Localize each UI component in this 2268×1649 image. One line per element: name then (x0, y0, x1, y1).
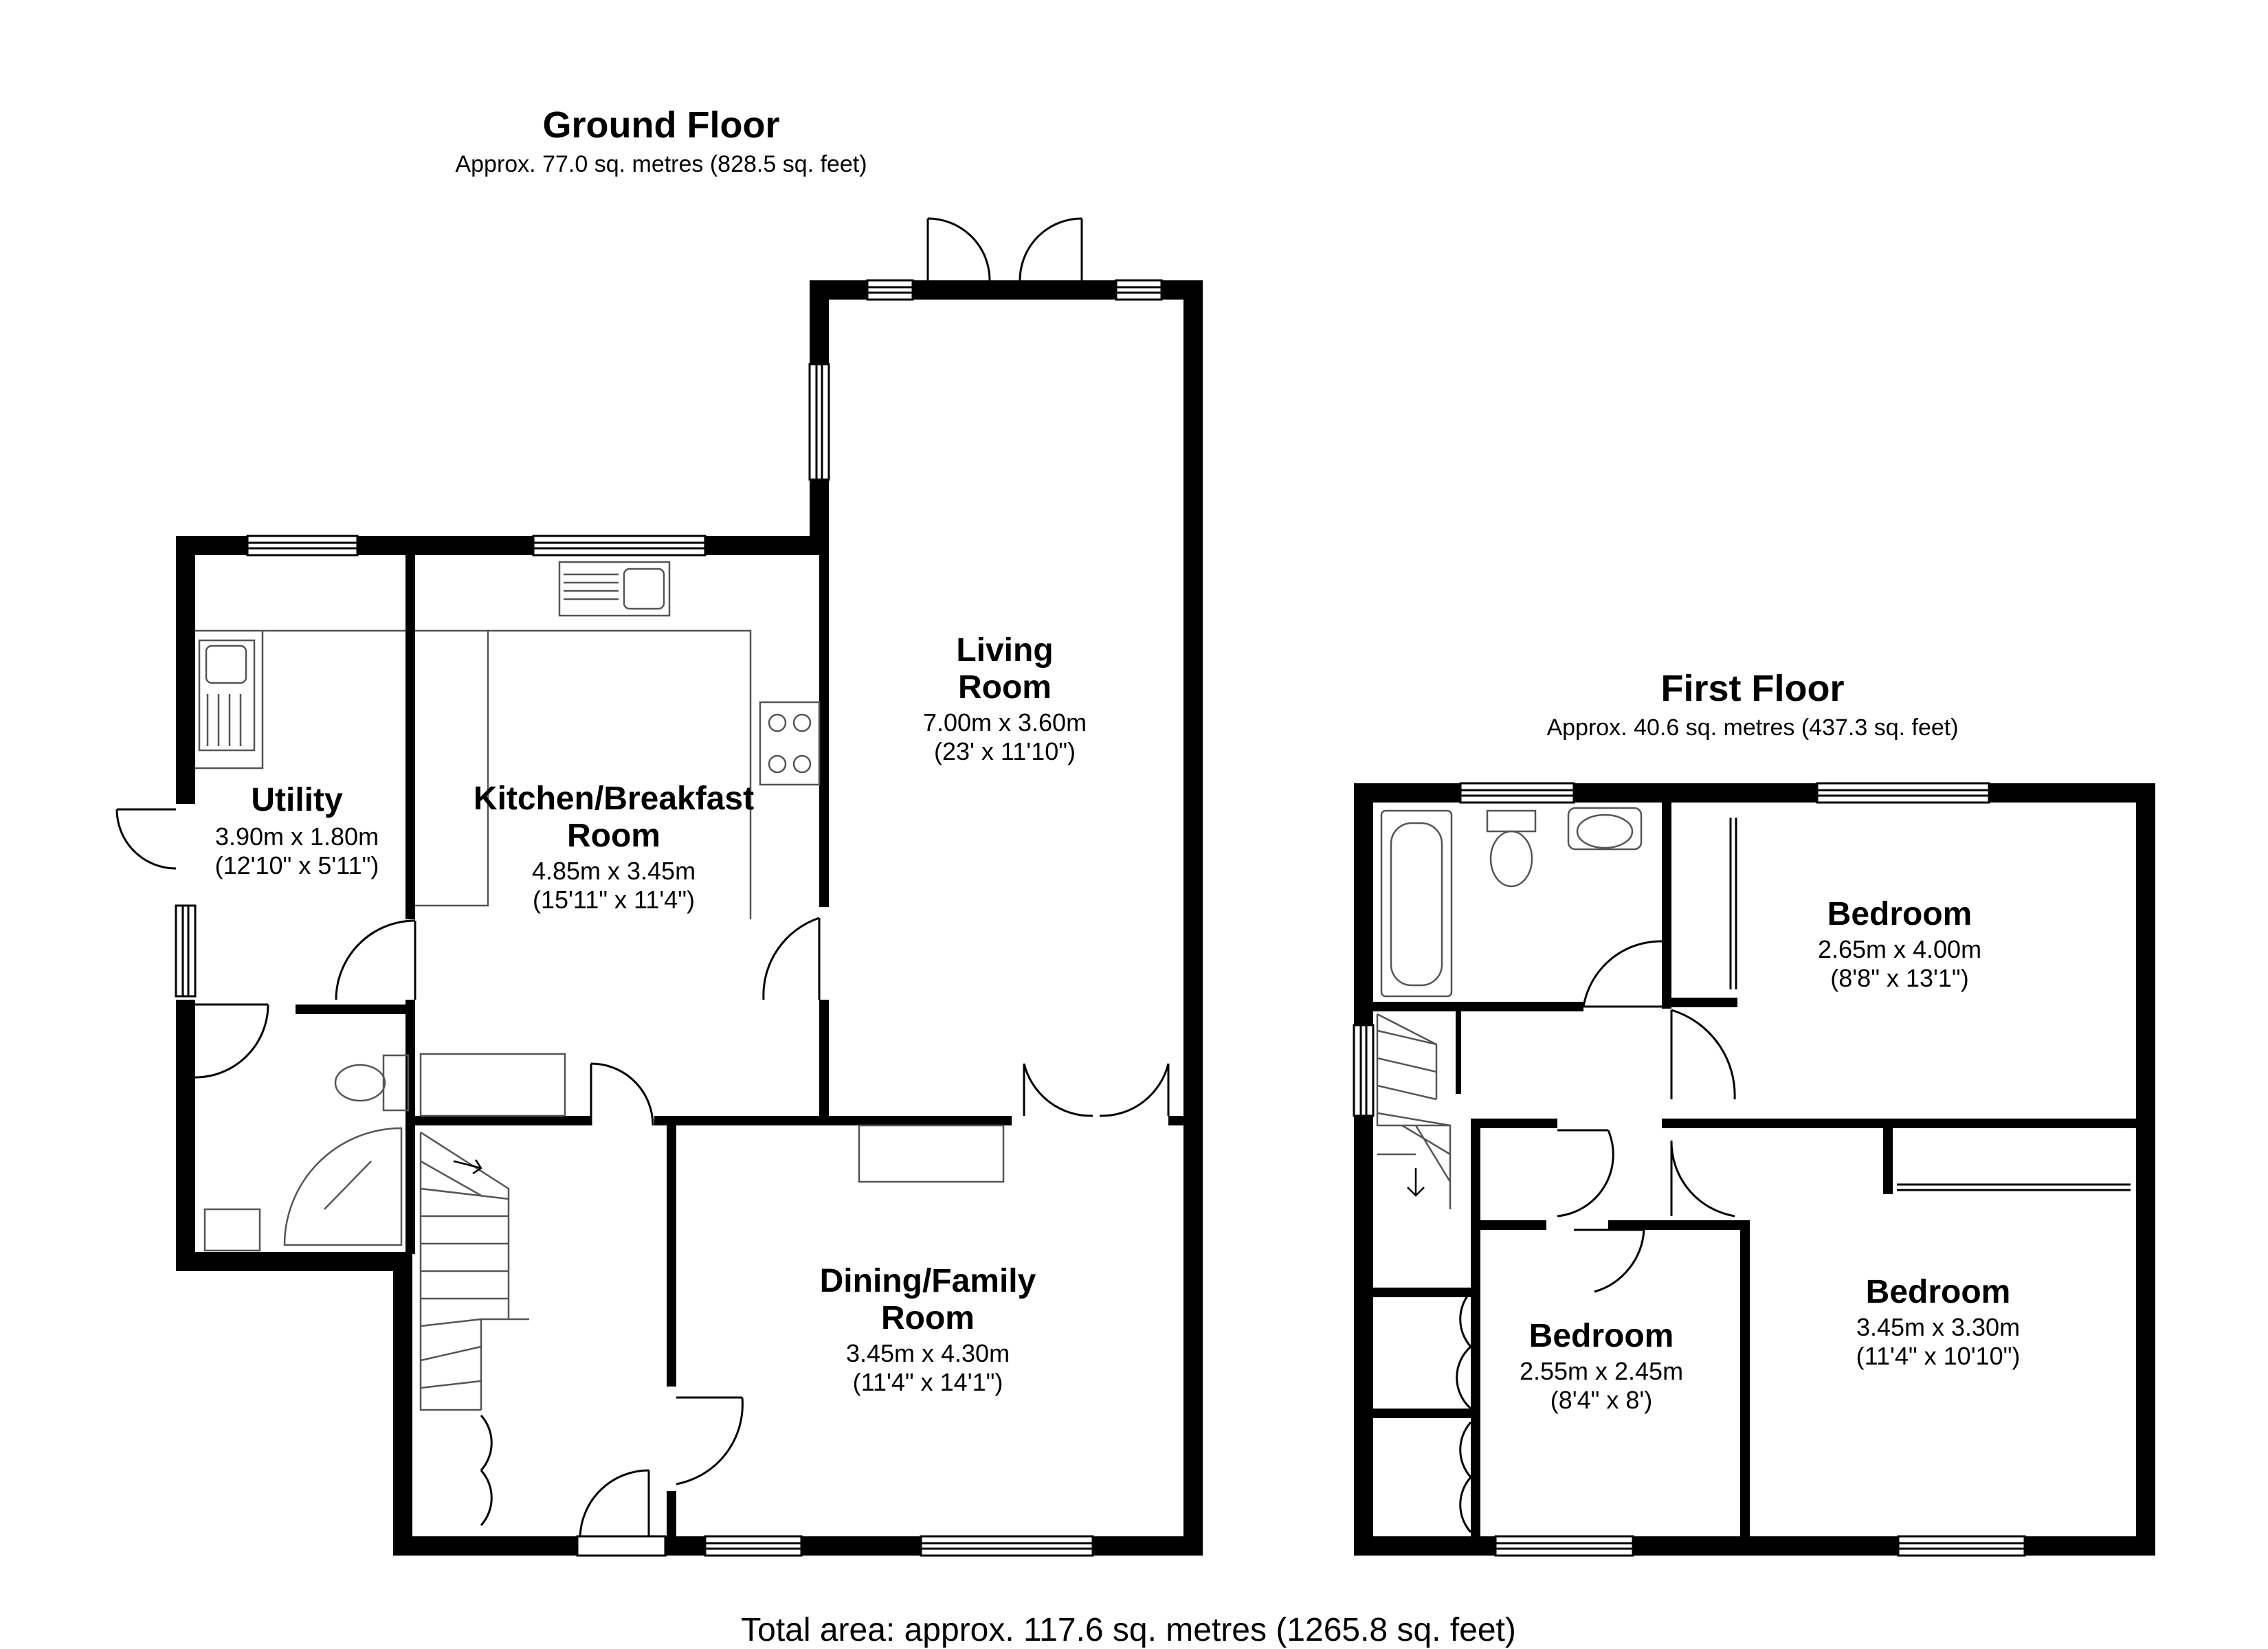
window (175, 904, 197, 998)
stairs (419, 1131, 529, 1411)
first-floor-fixtures (1376, 807, 1643, 1209)
room-dimensions-imperial: (12'10" x 5'11") (215, 851, 379, 879)
shower (283, 1127, 403, 1246)
window (246, 535, 359, 557)
first-floor-windows (1353, 782, 2026, 1557)
window (1353, 1024, 1375, 1117)
window (704, 1535, 803, 1557)
room-dimensions-metric: 4.85m x 3.45m (532, 857, 696, 885)
toilet (1486, 809, 1537, 833)
room-name: Utility (251, 782, 343, 818)
room-dimensions-metric: 2.55m x 2.45m (1520, 1357, 1683, 1385)
window (808, 363, 830, 481)
window (1897, 1535, 2026, 1557)
bath (1380, 809, 1453, 998)
sink (198, 639, 256, 752)
room-dimensions-metric: 3.45m x 3.30m (1856, 1313, 2020, 1341)
room-name: Living (956, 632, 1053, 669)
ground-floor-fixtures (195, 561, 1005, 1411)
room-dimensions-imperial: (11'4" x 14'1") (853, 1368, 1003, 1396)
window (1494, 1535, 1634, 1557)
ground-floor-windows (175, 279, 1163, 1557)
room-dimensions-metric: 3.45m x 4.30m (846, 1339, 1010, 1367)
room-dimensions-imperial: (8'8" x 13'1") (1830, 964, 1968, 992)
first-floor-labels: First Floor Approx. 40.6 sq. metres (437… (1520, 668, 2020, 1414)
room-dimensions-metric: 7.00m x 3.60m (923, 708, 1087, 737)
first-floor-area: Approx. 40.6 sq. metres (437.3 sq. feet) (1546, 715, 1958, 741)
total-area: Total area: approx. 117.6 sq. metres (12… (741, 1612, 1516, 1648)
room-dimensions-metric: 3.90m x 1.80m (215, 822, 379, 851)
room-dimensions-imperial: (23' x 11'10") (934, 737, 1076, 765)
first-floor-doors (1456, 818, 2131, 1533)
basin (1567, 807, 1643, 851)
window (920, 1535, 1094, 1557)
ground-floor-title: Ground Floor (543, 104, 780, 146)
ground-floor-area: Approx. 77.0 sq. metres (828.5 sq. feet) (455, 151, 867, 177)
room-name: Bedroom (1529, 1318, 1674, 1354)
toilet (382, 1054, 410, 1112)
first-floor-title: First Floor (1661, 668, 1845, 709)
room-name: Room (881, 1300, 975, 1336)
stairs (1376, 1013, 1452, 1209)
room-dimensions-imperial: (8'4" x 8') (1550, 1386, 1653, 1414)
first-floor-walls (1354, 783, 2155, 1556)
front-door-step (576, 1535, 667, 1557)
window (1115, 279, 1163, 301)
hob (759, 701, 821, 786)
room-name: Room (567, 818, 660, 854)
room-name: Kitchen/Breakfast (474, 781, 754, 817)
room-name: Dining/Family (820, 1263, 1036, 1299)
window (1459, 782, 1575, 804)
ground-floor-walls (176, 280, 1203, 1556)
room-dimensions-imperial: (11'4" x 10'10") (1856, 1342, 2021, 1370)
sink (558, 561, 671, 617)
window (1816, 782, 1990, 804)
fireplace (858, 1124, 1005, 1183)
room-dimensions-imperial: (15'11" x 11'4") (533, 886, 695, 914)
ground-floor-labels: Ground Floor Approx. 77.0 sq. metres (82… (215, 104, 1087, 1396)
room-name: Room (958, 669, 1052, 706)
ground-floor-doors (115, 217, 1170, 1537)
room-name: Bedroom (1866, 1274, 2011, 1310)
window (532, 535, 707, 557)
room-name: Bedroom (1827, 896, 1972, 932)
basin (203, 1208, 261, 1252)
window (866, 279, 914, 301)
room-dimensions-metric: 2.65m x 4.00m (1818, 935, 1981, 963)
